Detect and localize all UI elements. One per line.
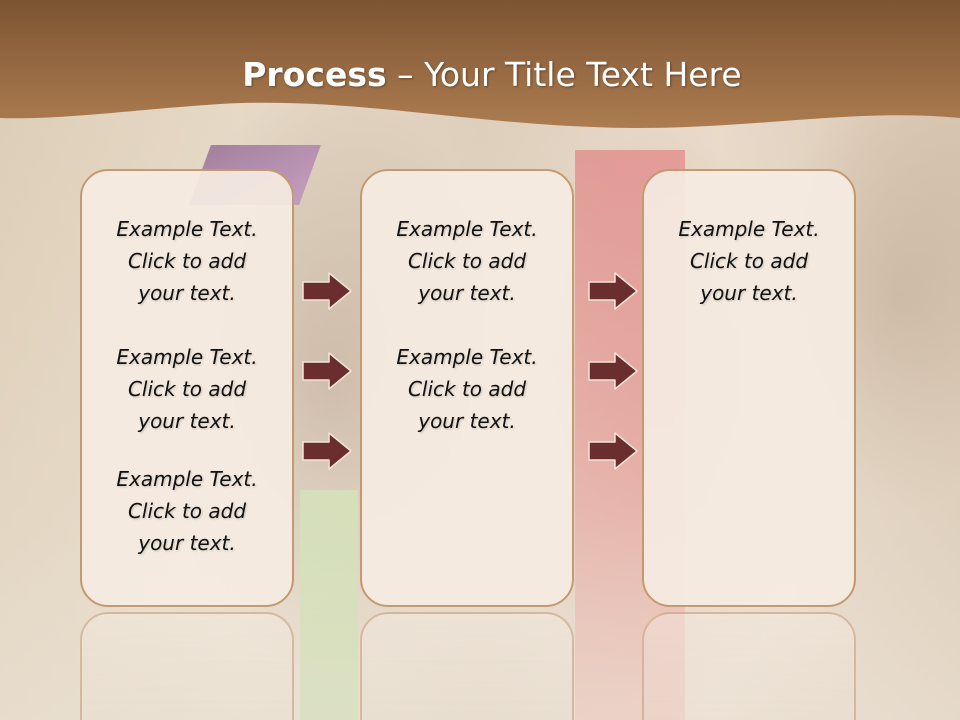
right-arrow-icon[interactable]	[302, 272, 352, 310]
card-1-text-3[interactable]: Example Text. Click to add your text.	[116, 467, 258, 555]
right-arrow-icon[interactable]	[588, 432, 638, 470]
page-title[interactable]: Process – Your Title Text Here	[0, 54, 960, 96]
process-card-3[interactable]: Example Text. Click to add your text.	[642, 169, 856, 607]
right-arrow-icon[interactable]	[302, 432, 352, 470]
process-card-2[interactable]: Example Text. Click to add your text. Ex…	[360, 169, 574, 607]
card-3-text-1[interactable]: Example Text. Click to add your text.	[678, 217, 820, 305]
right-arrow-icon[interactable]	[302, 352, 352, 390]
right-arrow-icon[interactable]	[588, 352, 638, 390]
process-card-3-reflection	[642, 612, 856, 720]
title-banner-shape	[0, 0, 960, 128]
process-card-2-reflection	[360, 612, 574, 720]
title-rest-text: – Your Title Text Here	[386, 55, 742, 94]
process-card-1[interactable]: Example Text. Click to add your text. Ex…	[80, 169, 294, 607]
right-arrow-icon[interactable]	[588, 272, 638, 310]
title-banner: Process – Your Title Text Here	[0, 0, 960, 130]
process-card-1-reflection	[80, 612, 294, 720]
title-bold-text: Process	[242, 55, 387, 94]
card-2-text-1[interactable]: Example Text. Click to add your text.	[396, 217, 538, 305]
card-1-text-1[interactable]: Example Text. Click to add your text.	[116, 217, 258, 305]
card-1-text-2[interactable]: Example Text. Click to add your text.	[116, 345, 258, 433]
card-2-text-2[interactable]: Example Text. Click to add your text.	[396, 345, 538, 433]
